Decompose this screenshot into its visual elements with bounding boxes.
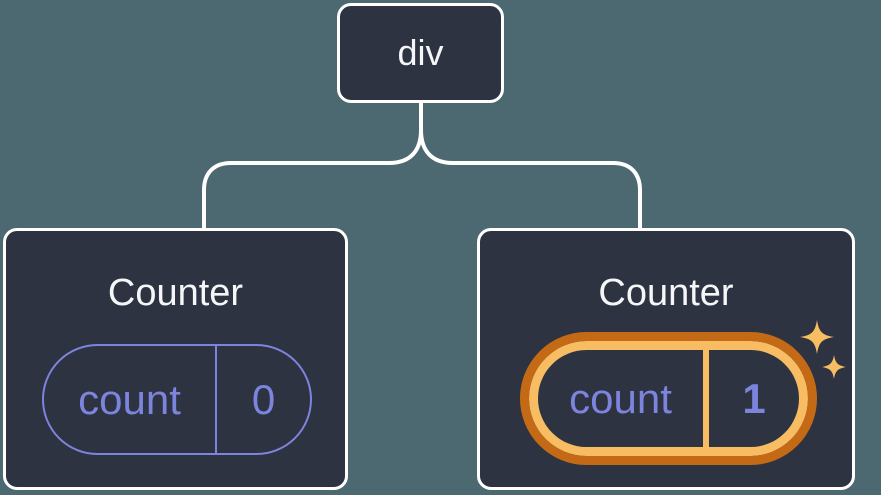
counter-card-title: Counter bbox=[107, 272, 244, 314]
root-node-label: div bbox=[397, 32, 444, 73]
counter-card-right: Counter count 1 bbox=[477, 228, 855, 490]
counter-card-title: Counter bbox=[598, 272, 734, 314]
state-value: 1 bbox=[742, 374, 766, 422]
state-pill-divider bbox=[703, 350, 709, 447]
state-key-label: count bbox=[569, 374, 672, 422]
state-pill: count 0 bbox=[42, 344, 312, 455]
state-value: 0 bbox=[251, 375, 276, 423]
state-key-label: count bbox=[78, 375, 181, 423]
root-node: div bbox=[337, 3, 504, 103]
connector-root-to-left-counter bbox=[202, 101, 423, 228]
connector-root-to-right-counter bbox=[419, 129, 642, 228]
counter-card-left: Counter count 0 bbox=[3, 228, 348, 490]
state-pill-divider bbox=[215, 346, 217, 453]
state-pill-highlighted: count 1 bbox=[520, 332, 817, 465]
